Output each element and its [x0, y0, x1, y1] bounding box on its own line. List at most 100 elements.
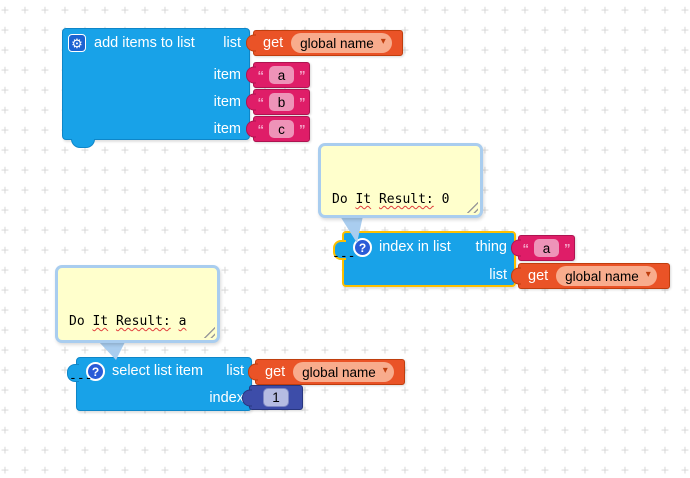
grid-cross: + [660, 183, 670, 197]
grid-cross: + [220, 303, 230, 317]
grid-cross: + [600, 363, 610, 377]
grid-cross: + [320, 283, 330, 297]
grid-cross: + [560, 363, 570, 377]
mutator-gear-icon[interactable]: ⚙ [68, 34, 86, 52]
grid-cross: + [40, 223, 50, 237]
grid-cross: + [40, 3, 50, 17]
grid-cross: + [440, 323, 450, 337]
variable-dropdown[interactable]: global name ▾ [556, 266, 657, 286]
grid-cross: + [620, 43, 630, 57]
add-items-to-list-block[interactable]: ⚙ add items to list list item item item … [62, 28, 403, 148]
grid-cross: + [0, 223, 10, 237]
text-block-a[interactable]: “ a ” [246, 62, 310, 88]
variable-dropdown[interactable]: global name ▾ [293, 362, 394, 382]
grid-cross: + [600, 403, 610, 417]
grid-cross: + [60, 183, 70, 197]
text-block-a[interactable]: “ a ” [511, 235, 575, 261]
grid-cross: + [340, 103, 350, 117]
grid-cross: + [580, 23, 590, 37]
text-field[interactable]: a [269, 66, 294, 84]
grid-cross: + [400, 63, 410, 77]
grid-cross: + [560, 383, 570, 397]
grid-cross: + [380, 463, 390, 477]
number-field[interactable]: 1 [263, 388, 289, 407]
close-quote: ” [299, 121, 306, 137]
grid-cross: + [200, 423, 210, 437]
grid-cross: + [400, 23, 410, 37]
text-field[interactable]: c [269, 120, 294, 138]
grid-cross: + [380, 343, 390, 357]
number-block-1[interactable]: 1 [242, 385, 303, 410]
grid-cross: + [60, 3, 70, 17]
grid-cross: + [660, 283, 670, 297]
grid-cross: + [680, 363, 690, 377]
grid-cross: + [440, 403, 450, 417]
grid-cross: + [0, 303, 10, 317]
grid-cross: + [500, 183, 510, 197]
variable-dropdown[interactable]: global name ▾ [291, 33, 392, 53]
do-it-result-bubble-0[interactable]: Do It Result: 0 --- [318, 143, 483, 264]
resize-grip[interactable] [466, 201, 478, 213]
index-in-list-block[interactable]: ? index in list thing list “ a ” get glo… [333, 231, 670, 289]
do-it-result-bubble-a[interactable]: Do It Result: a --- [55, 265, 220, 386]
grid-cross: + [40, 103, 50, 117]
grid-cross: + [480, 463, 490, 477]
grid-cross: + [0, 243, 10, 257]
grid-cross: + [320, 263, 330, 277]
select-list-item-block[interactable]: ? select list item list index get global… [67, 357, 405, 411]
get-variable-block[interactable]: get global name ▾ [248, 359, 405, 385]
result-line: Do It Result: a [69, 312, 186, 331]
grid-cross: + [640, 343, 650, 357]
grid-cross: + [20, 243, 30, 257]
output-plug [67, 364, 79, 382]
grid-cross: + [220, 3, 230, 17]
grid-cross: + [600, 223, 610, 237]
grid-cross: + [240, 203, 250, 217]
grid-cross: + [660, 303, 670, 317]
grid-cross: + [580, 3, 590, 17]
grid-cross: + [280, 443, 290, 457]
grid-cross: + [300, 463, 310, 477]
grid-cross: + [640, 203, 650, 217]
text-field[interactable]: a [534, 239, 559, 257]
text-block-c[interactable]: “ c ” [246, 116, 310, 142]
grid-cross: + [320, 463, 330, 477]
get-variable-block[interactable]: get global name ▾ [246, 30, 403, 56]
output-plug [333, 240, 346, 260]
grid-cross: + [220, 343, 230, 357]
grid-cross: + [500, 383, 510, 397]
grid-cross: + [140, 143, 150, 157]
help-icon[interactable]: ? [86, 362, 105, 381]
grid-cross: + [0, 3, 10, 17]
text-field[interactable]: b [269, 93, 294, 111]
grid-cross: + [240, 303, 250, 317]
grid-cross: + [140, 243, 150, 257]
grid-cross: + [220, 323, 230, 337]
grid-cross: + [40, 43, 50, 57]
get-variable-block[interactable]: get global name ▾ [511, 263, 670, 289]
grid-cross: + [620, 423, 630, 437]
grid-cross: + [40, 163, 50, 177]
grid-cross: + [80, 343, 90, 357]
grid-cross: + [540, 423, 550, 437]
grid-cross: + [540, 3, 550, 17]
grid-cross: + [620, 303, 630, 317]
resize-grip[interactable] [203, 326, 215, 338]
grid-cross: + [160, 423, 170, 437]
grid-cross: + [480, 323, 490, 337]
grid-cross: + [540, 43, 550, 57]
grid-cross: + [660, 223, 670, 237]
grid-cross: + [300, 223, 310, 237]
grid-cross: + [400, 3, 410, 17]
grid-cross: + [320, 343, 330, 357]
grid-cross: + [420, 43, 430, 57]
bubble-token: a [178, 314, 187, 329]
grid-cross: + [360, 343, 370, 357]
grid-cross: + [520, 3, 530, 17]
text-block-b[interactable]: “ b ” [246, 89, 310, 115]
grid-cross: + [680, 443, 690, 457]
grid-cross: + [220, 183, 230, 197]
grid-cross: + [340, 463, 350, 477]
grid-cross: + [160, 343, 170, 357]
